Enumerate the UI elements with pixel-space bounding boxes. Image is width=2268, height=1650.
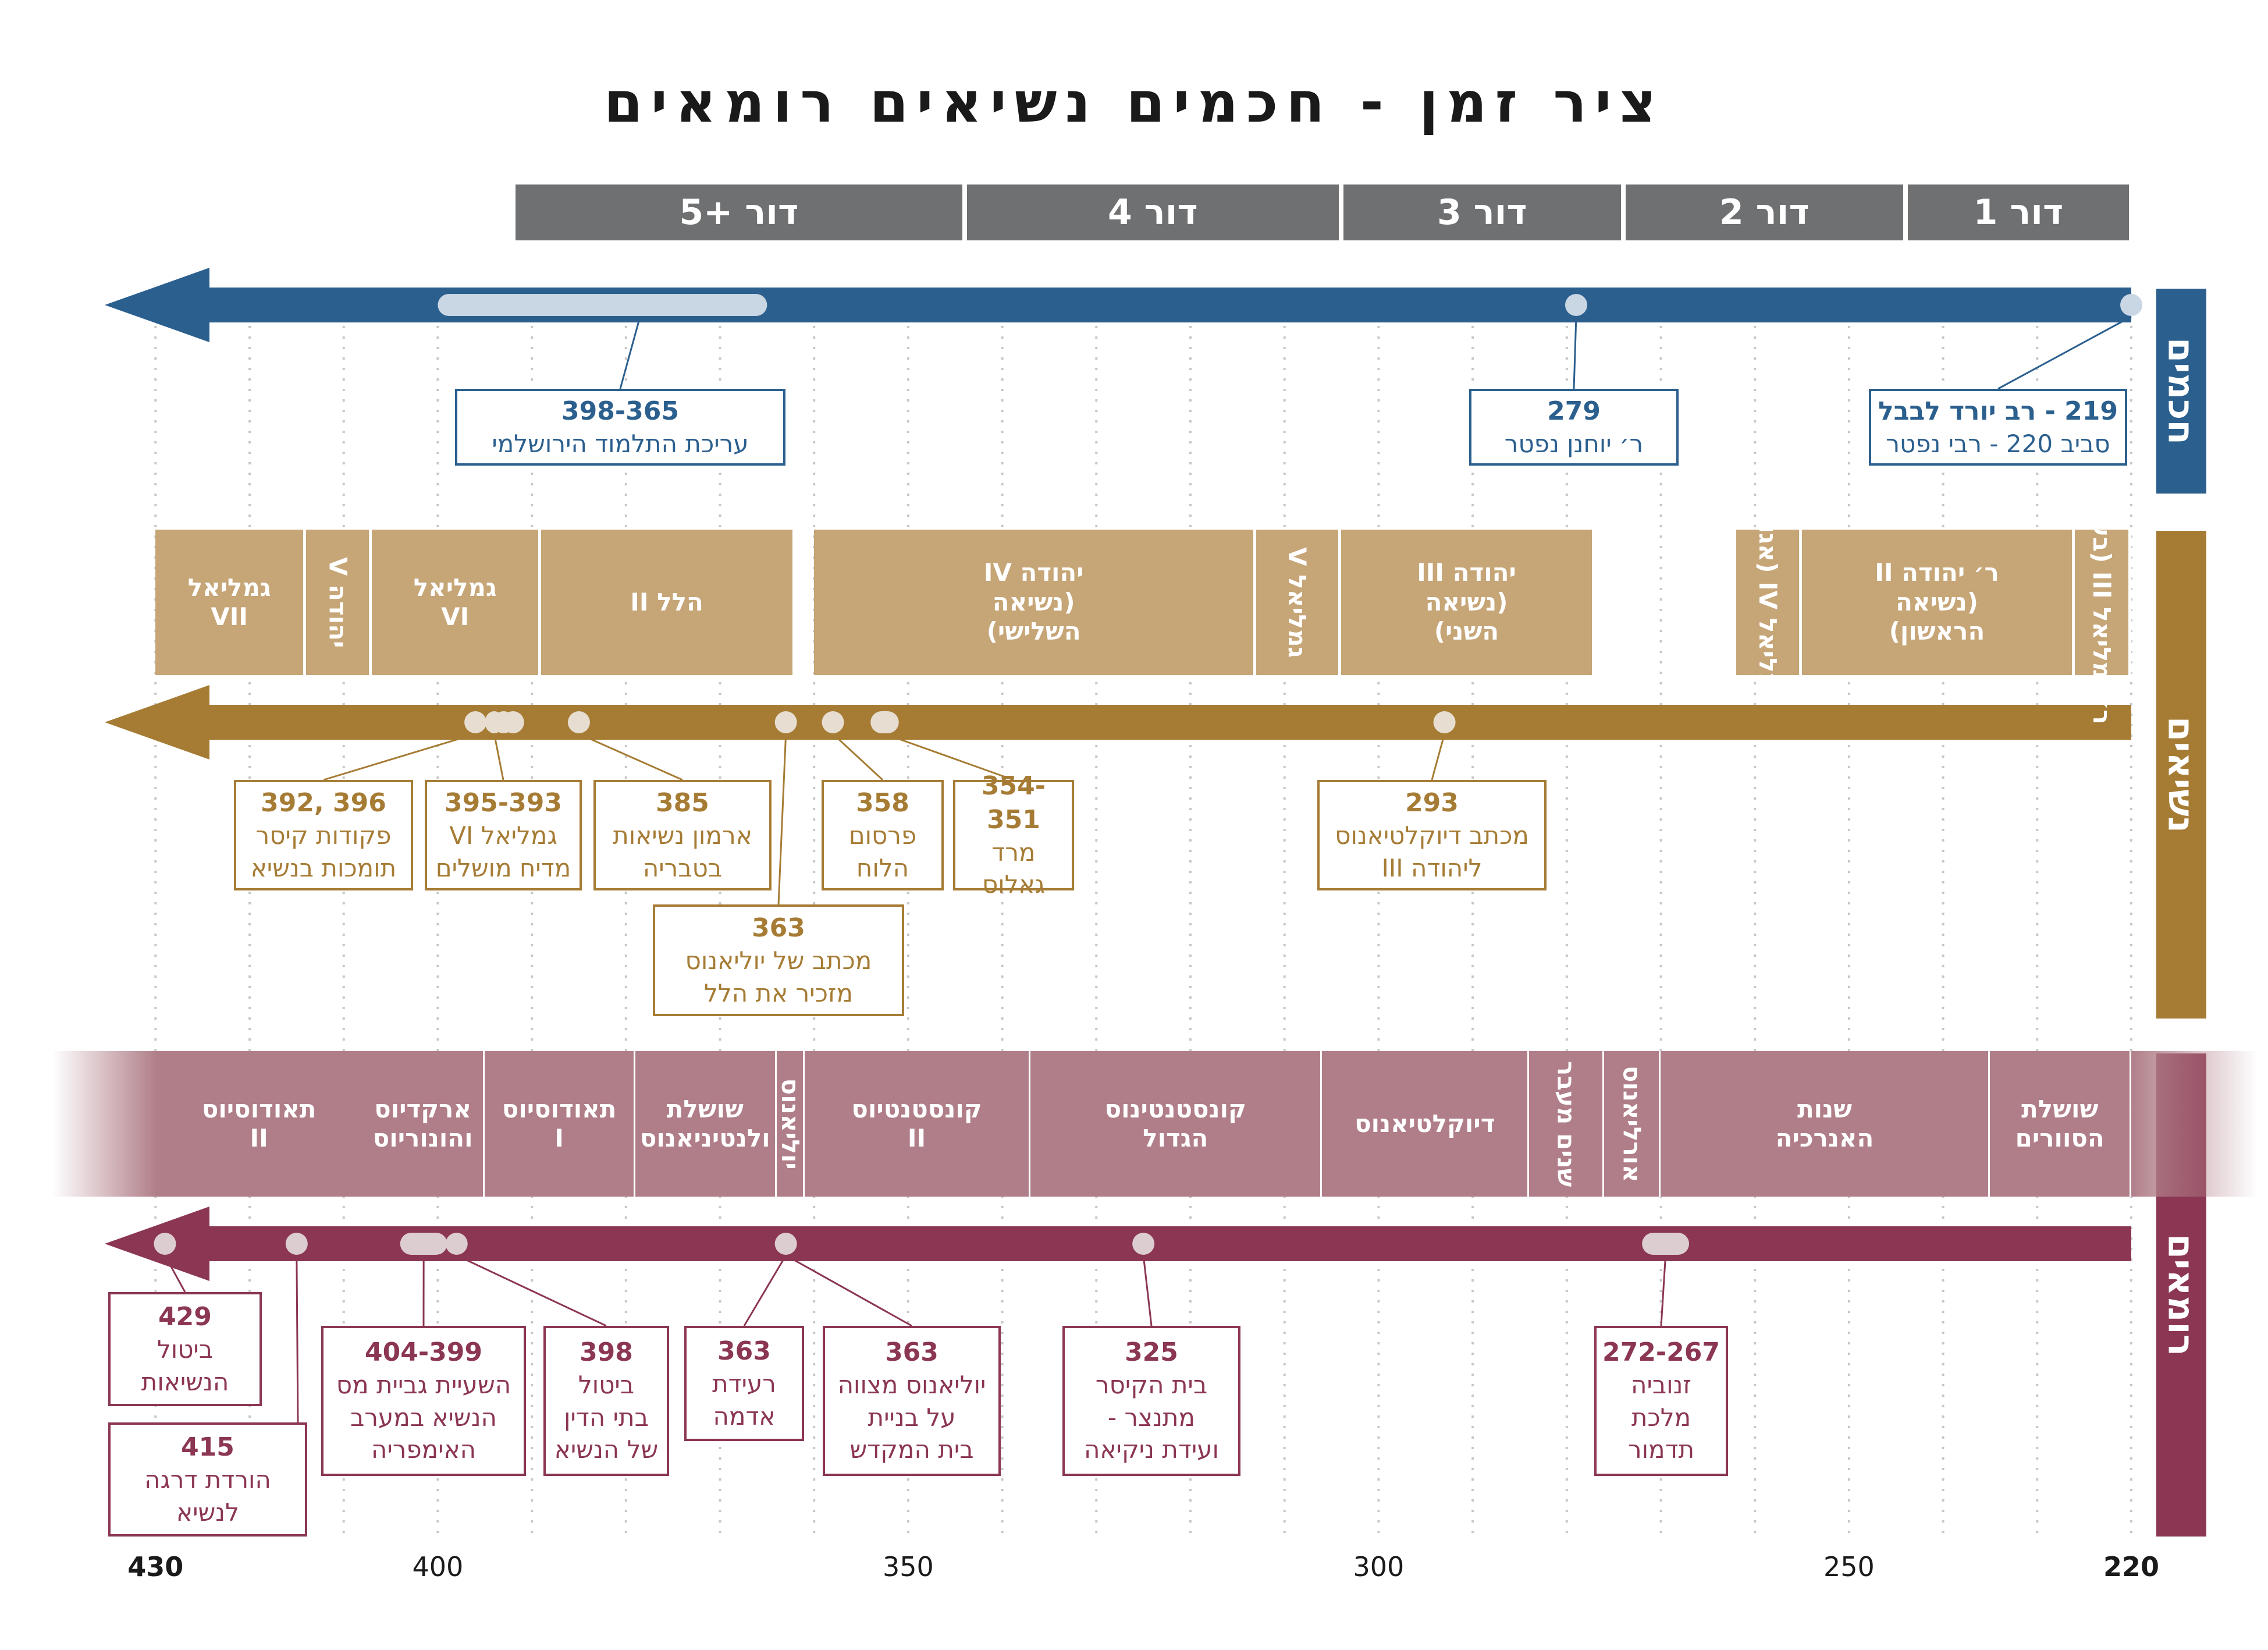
roman-rulers-band: שושלת הסוורים שנות האנרכיה אורליאנוס שני…: [0, 1051, 2268, 1197]
nasi-hillel-2: הלל II: [541, 530, 795, 675]
roman-theodosius-2: תאודוסיוס II: [201, 1094, 317, 1152]
romans-point-1: [774, 1233, 797, 1255]
nasi-yehuda-3: יהודה III (נשיאה השני): [1341, 530, 1595, 675]
nesiim-rulers-band: ר׳ גמליאל III (בערך) ר׳ יהודה II (נשיאה …: [0, 480, 2268, 725]
nesiim-connector-6: [1431, 733, 1446, 780]
sages-point-1: [2120, 294, 2142, 316]
nesiim-arrow-shaft: [209, 705, 2131, 740]
nesiim-point-3: [567, 711, 590, 733]
page-title: ציר זמן - חכמים נשיאים רומאים: [603, 70, 1665, 135]
sages-tab: חכמים: [2156, 289, 2206, 494]
nesiim-point-0: [1433, 711, 1456, 733]
roman-severan-dynasty: שושלת הסוורים: [1990, 1051, 2131, 1197]
sages-connector-0: [619, 316, 641, 389]
roman-anarchy: שנות האנרכיה: [1661, 1051, 1990, 1197]
nasi-yehuda-4: יהודה IV (נשיאה השלישי): [814, 530, 1257, 675]
romans-connector-4: [456, 1254, 607, 1327]
roman-constantine: קונסטנטינוס הגדול: [1030, 1051, 1323, 1197]
axis-year-250: 250: [1823, 1551, 1875, 1582]
romans-point-4: [154, 1233, 176, 1255]
generation-1: דור 1: [1907, 184, 2129, 240]
romans-connector-1: [1142, 1255, 1153, 1326]
romans-arrow-shaft: [209, 1226, 2131, 1261]
roman-julian: יוליאנוס: [776, 1051, 805, 1197]
sages-connector-1: [1573, 316, 1577, 389]
nesiim-connector-4: [323, 733, 476, 781]
romans-point-3: [285, 1233, 308, 1255]
romans-range-0: [1642, 1233, 1690, 1255]
nasi-gamliel-6: גמליאל VI: [372, 530, 542, 675]
nesiim-connector-1: [832, 733, 884, 781]
romans-connector-2: [785, 1254, 912, 1327]
romans-range-1: [400, 1233, 447, 1255]
nasi-gamliel-4: גמליאל IV (אגוז): [1736, 503, 1803, 701]
sages-connector-2: [1997, 315, 2132, 390]
nasi-yehuda-5: יהודה V: [306, 530, 372, 675]
nesiim-point-1: [774, 711, 797, 733]
nesiim-connector-2: [578, 733, 683, 781]
sages-label: חכמים: [2160, 337, 2203, 445]
roman-diocletian: דיוקלטיאנוס: [1322, 1051, 1530, 1197]
generation-4: דור 4: [966, 184, 1339, 240]
generation-3: דור 3: [1343, 184, 1621, 240]
nesiim-range-0: [870, 711, 899, 733]
axis-year-400: 400: [412, 1551, 464, 1582]
nesiim-connector-0: [884, 733, 1014, 781]
romans-point-0: [1132, 1233, 1155, 1255]
nesiim-connector-3: [493, 733, 504, 780]
romans-connector-7: [164, 1255, 186, 1293]
roman-aurelian: אורליאנוס: [1604, 1051, 1661, 1197]
nesiim-point-2: [822, 711, 844, 733]
romans-point-2: [445, 1233, 468, 1255]
roman-constantius-2: קונסטנטיוס II: [805, 1051, 1031, 1197]
sages-point-0: [1565, 294, 1587, 316]
romans-connector-3: [743, 1255, 787, 1326]
generation-2: דור 2: [1625, 184, 1903, 240]
roman-valentinian-dynasty: שושלת ולנטיניאנוס: [635, 1051, 777, 1197]
nasi-yehuda-2: ר׳ יהודה II (נשיאה הראשון): [1802, 530, 2075, 675]
romans-label: רומאים: [2160, 1233, 2203, 1357]
nasi-gamliel-5: גמליאל V: [1256, 530, 1341, 675]
axis-year-220: 220: [2103, 1551, 2160, 1582]
axis-year-300: 300: [1353, 1551, 1405, 1582]
sages-arrow-head: [105, 268, 209, 342]
nesiim-connector-5: [777, 733, 787, 905]
roman-transition-years: שנים מעבר: [1529, 1051, 1605, 1197]
axis-year-350: 350: [882, 1551, 934, 1582]
roman-theodosius-1: תאודוסיוס I: [485, 1051, 635, 1197]
axis-year-430: 430: [127, 1551, 184, 1582]
nasi-gamliel-3: ר׳ גמליאל III (בערך): [2074, 480, 2131, 725]
nesiim-point-5: [464, 711, 487, 733]
nesiim-arrow-head: [105, 685, 209, 760]
romans-connector-6: [296, 1255, 299, 1423]
nesiim-tab: נשיאים: [2156, 531, 2206, 1019]
roman-arcadius-honorius: ארקדיוס והונוריוס: [362, 1051, 485, 1197]
nesiim-label: נשיאים: [2160, 716, 2203, 833]
nesiim-point-6: [502, 711, 524, 733]
sages-range-0: [438, 294, 767, 316]
nasi-gamliel-7: גמליאל VII: [155, 530, 307, 675]
generation-5-plus: דור +5: [515, 184, 962, 240]
romans-connector-0: [1660, 1255, 1667, 1326]
